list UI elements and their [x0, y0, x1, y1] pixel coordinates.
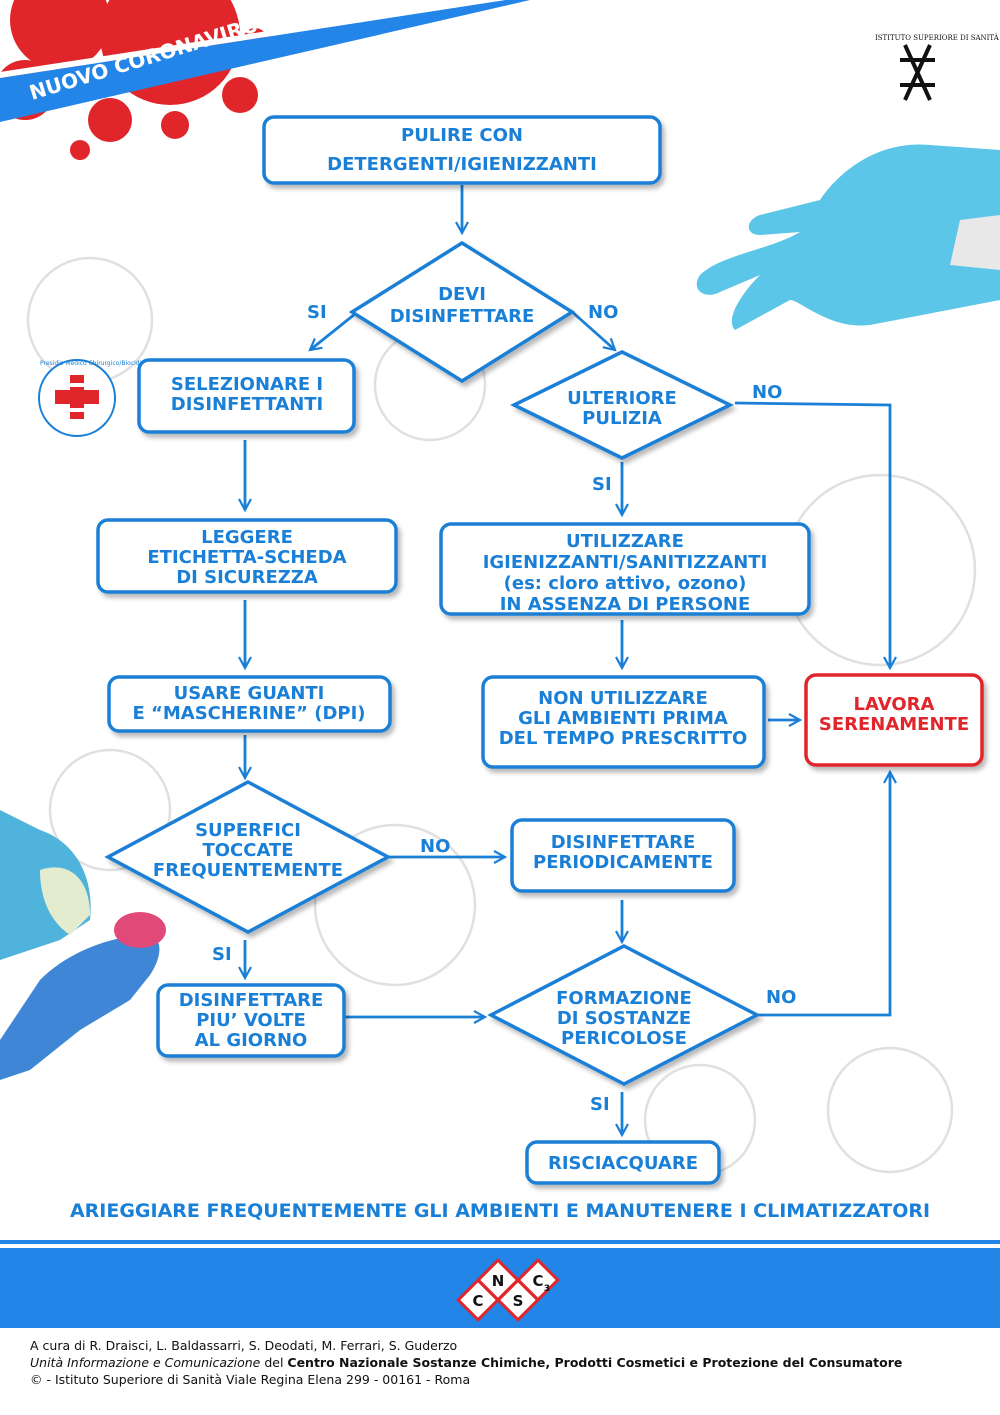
node-piu-volte-line-1: DISINFETTARE [179, 990, 324, 1011]
unit-name: Unità Informazione e Comunicazione [30, 1355, 261, 1370]
label-superfici-no: NO [420, 836, 450, 857]
label-formazione-no: NO [766, 987, 796, 1008]
credits-line: A cura di R. Draisci, L. Baldassarri, S.… [30, 1338, 458, 1353]
node-utilizzare-box [439, 522, 811, 616]
node-leggere-line-2: ETICHETTA-SCHEDA [147, 547, 346, 568]
label-ulteriore-si: SI [592, 474, 612, 495]
node-ulteriore-line-2: PULIZIA [582, 408, 662, 429]
node-utilizzare-line-3: (es: cloro attivo, ozono) [504, 573, 747, 594]
label-devi-si: SI [307, 302, 327, 323]
iss-logo-icon [874, 29, 960, 115]
node-usare-line-2: E “MASCHERINE” (DPI) [132, 703, 365, 724]
header-band [0, 0, 530, 122]
node-non-utilizzare-box [481, 675, 766, 769]
node-non-utilizzare-line-1: NON UTILIZZARE [538, 688, 708, 709]
node-periodicamente-line-1: DISINFETTARE [551, 832, 696, 853]
node-utilizzare-line-2: IGIENIZZANTI/SANITIZZANTI [483, 552, 768, 573]
node-pulire-line-2: DETERGENTI/IGIENIZZANTI [327, 154, 597, 175]
node-devi-diamond [348, 240, 576, 384]
edges [245, 185, 890, 1135]
node-usare-box [107, 675, 392, 733]
cleaning-hand-image [0, 810, 166, 1080]
node-selezionare-box [137, 358, 356, 434]
node-formazione-line-1: FORMAZIONE [556, 988, 692, 1009]
node-utilizzare-line-4: IN ASSENZA DI PERSONE [500, 594, 751, 615]
node-periodicamente-line-2: PERIODICAMENTE [533, 852, 713, 873]
node-devi-line-1: DEVI [438, 284, 486, 305]
node-piu-volte-box [156, 983, 346, 1058]
ventilation-advice: ARIEGGIARE FREQUENTEMENTE GLI AMBIENTI E… [69, 1200, 931, 1222]
gloves-image [696, 144, 1000, 330]
iss-logo-text: ISTITUTO SUPERIORE DI SANITÀ [875, 33, 1000, 42]
node-pulire-box [262, 115, 662, 185]
label-devi-no: NO [588, 302, 618, 323]
node-ulteriore-diamond [510, 350, 734, 460]
node-selezionare-line-1: SELEZIONARE I [171, 374, 323, 395]
node-selezionare-line-2: DISINFETTANTI [171, 394, 324, 415]
node-risciacquare-line-1: RISCIACQUARE [548, 1153, 698, 1174]
node-lavora-line-2: SERENAMENTE [819, 714, 969, 735]
node-superfici-line-3: FREQUENTEMENTE [153, 860, 343, 881]
node-utilizzare-line-1: UTILIZZARE [566, 531, 684, 552]
divider [0, 1240, 1000, 1244]
node-lavora-box [804, 673, 984, 767]
unit-line: Unità Informazione e Comunicazione del C… [30, 1354, 990, 1371]
node-leggere-line-1: LEGGERE [201, 527, 293, 548]
node-periodicamente-box [510, 818, 736, 893]
node-usare-line-1: USARE GUANTI [174, 683, 325, 704]
node-non-utilizzare-line-2: GLI AMBIENTI PRIMA [518, 708, 728, 729]
unit-del: del [260, 1355, 288, 1370]
node-formazione-line-2: DI SOSTANZE [557, 1008, 691, 1029]
node-superfici-line-2: TOCCATE [202, 840, 293, 861]
node-leggere-line-3: DI SICUREZZA [176, 567, 318, 588]
node-pulire-line-1: PULIRE CON [401, 125, 523, 146]
label-formazione-si: SI [590, 1094, 610, 1115]
node-non-utilizzare-line-3: DEL TEMPO PRESCRITTO [499, 728, 748, 749]
node-superfici-line-1: SUPERFICI [195, 820, 301, 841]
center-name: Centro Nazionale Sostanze Chimiche, Prod… [287, 1355, 903, 1370]
credits-footer: A cura di R. Draisci, L. Baldassarri, S.… [30, 1337, 990, 1388]
node-formazione-diamond [487, 944, 761, 1086]
label-superfici-si: SI [212, 944, 232, 965]
node-leggere-box [96, 518, 398, 594]
node-devi-line-2: DISINFETTARE [390, 306, 535, 327]
node-lavora-line-1: LAVORA [854, 694, 935, 715]
edge-labels: SI NO NO SI NO SI NO SI [212, 302, 796, 1115]
node-piu-volte-line-2: PIU’ VOLTE [196, 1010, 306, 1031]
node-ulteriore-line-1: ULTERIORE [567, 388, 677, 409]
node-superfici-diamond [104, 780, 392, 934]
node-formazione-line-3: PERICOLOSE [561, 1028, 687, 1049]
medical-cross-icon [38, 359, 116, 437]
node-piu-volte-line-3: AL GIORNO [195, 1030, 308, 1051]
node-risciacquare-box [525, 1140, 721, 1185]
node-shapes [96, 115, 984, 1185]
presidio-logo-text: Presidio Medico Chirurgico/Biocidi [40, 360, 142, 367]
bottom-banner [0, 1248, 1000, 1328]
label-ulteriore-no: NO [752, 382, 782, 403]
copyright-line: © - Istituto Superiore di Sanità Viale R… [30, 1372, 471, 1387]
node-texts: PULIRE CONDETERGENTI/IGIENIZZANTIDEVIDIS… [132, 125, 969, 1174]
